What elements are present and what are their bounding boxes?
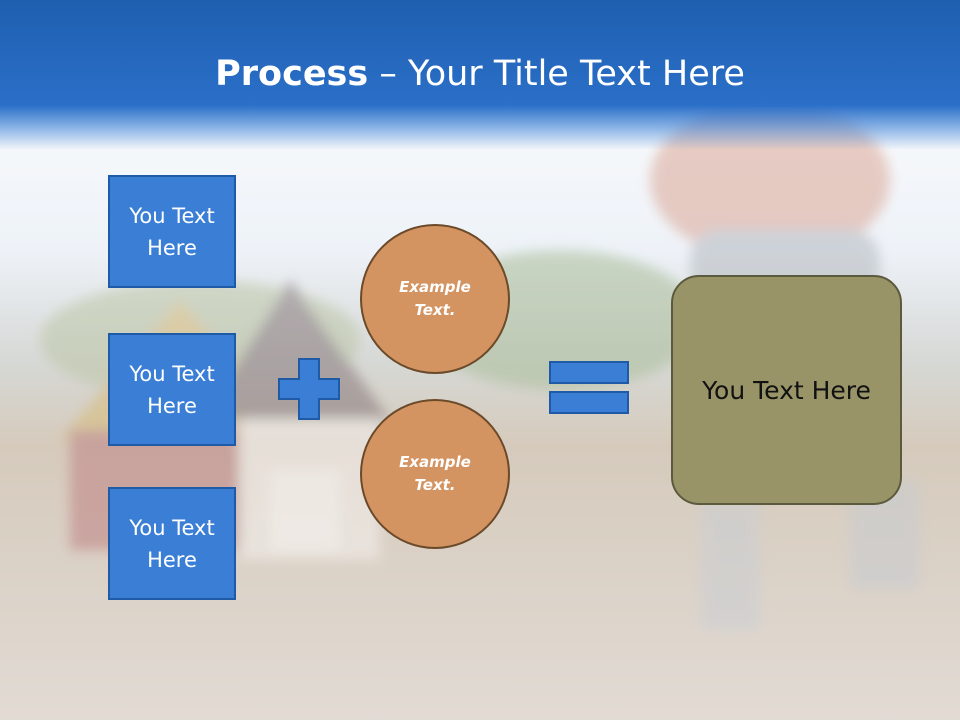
equals-icon	[549, 361, 629, 414]
title-bold: Process	[215, 54, 369, 94]
input-box-1[interactable]: You Text Here	[108, 175, 236, 288]
example-circle-1[interactable]: Example Text.	[360, 224, 510, 374]
title-rest: Your Title Text Here	[407, 54, 745, 94]
title-bar	[0, 0, 960, 150]
input-box-1-label: You Text Here	[129, 203, 215, 260]
title-dash: –	[368, 54, 408, 94]
input-box-2[interactable]: You Text Here	[108, 333, 236, 446]
slide-title: Process – Your Title Text Here	[0, 52, 960, 96]
plus-icon	[278, 358, 340, 420]
input-box-3[interactable]: You Text Here	[108, 487, 236, 600]
result-box-label: You Text Here	[702, 375, 871, 405]
example-circle-2[interactable]: Example Text.	[360, 399, 510, 549]
example-circle-1-label: Example Text.	[399, 278, 471, 319]
example-circle-2-label: Example Text.	[399, 453, 471, 494]
input-box-2-label: You Text Here	[129, 361, 215, 418]
input-box-3-label: You Text Here	[129, 515, 215, 572]
result-box[interactable]: You Text Here	[671, 275, 902, 505]
